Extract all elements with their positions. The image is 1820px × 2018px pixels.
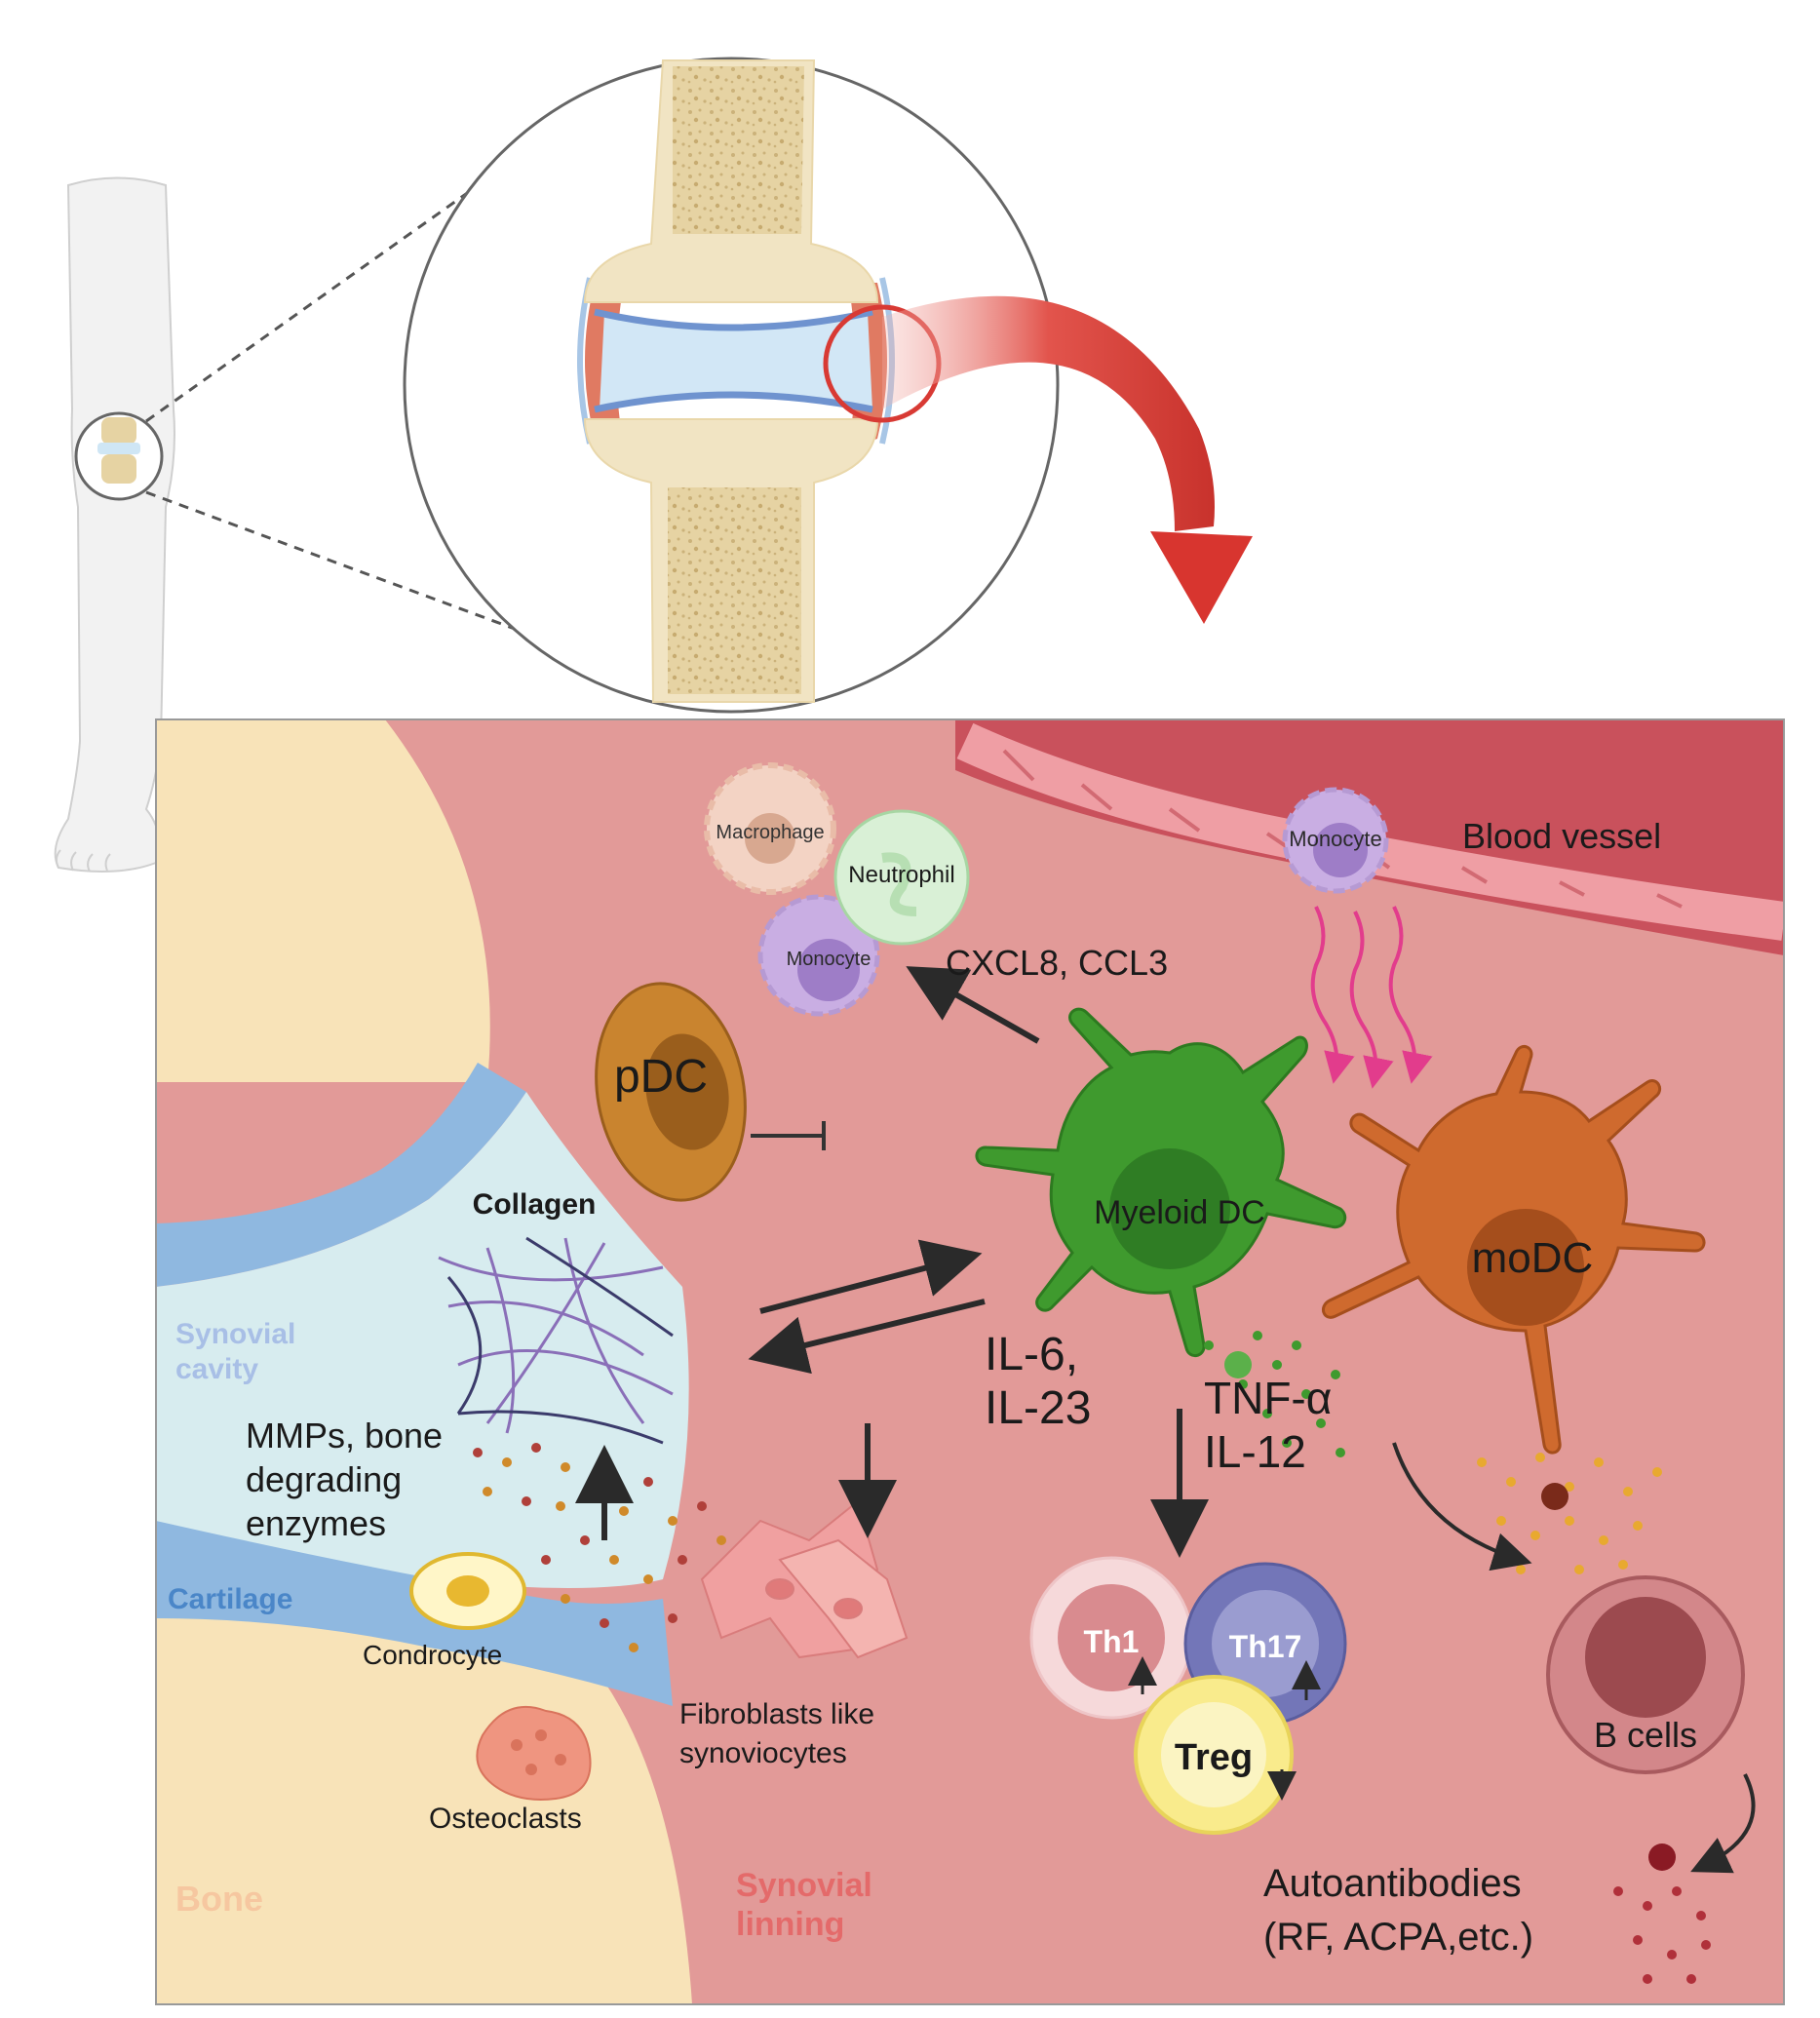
knee-joint-magnified (403, 57, 1060, 714)
bone-label: Bone (175, 1879, 263, 1919)
condrocyte-cell (409, 1552, 526, 1630)
mmps-label-3: enzymes (246, 1503, 386, 1543)
macrophage-label: Macrophage (716, 822, 824, 843)
zoom-arrow (882, 295, 1253, 624)
neutrophil-label: Neutrophil (848, 862, 954, 888)
labels: Blood vessel Monocyte Macrophage Neutrop… (168, 816, 1697, 1959)
mmps-label-2: degrading (246, 1459, 402, 1499)
autoantibodies-label-2: (RF, ACPA,etc.) (1263, 1916, 1533, 1959)
migration-arrows (1310, 906, 1433, 1089)
tnf-label: TNF-α (1204, 1373, 1332, 1423)
treg-label: Treg (1175, 1737, 1253, 1778)
knee-mini-joint (74, 411, 164, 501)
autoantibody-dots (1613, 1843, 1711, 1984)
condrocyte-label: Condrocyte (363, 1640, 502, 1670)
fibroblast-cells (700, 1499, 909, 1659)
treg-cell (1134, 1675, 1294, 1835)
monocyte-vessel-label: Monocyte (1289, 827, 1381, 851)
osteoclast-cell (476, 1705, 592, 1801)
cxcl-label: CXCL8, CCL3 (946, 943, 1168, 983)
fibroblasts-label-1: Fibroblasts like (679, 1698, 874, 1730)
modc-cell (1321, 1044, 1706, 1455)
collagen-label: Collagen (473, 1188, 597, 1221)
cartilage-label: Cartilage (168, 1583, 292, 1615)
cytokine-dots-green (1204, 1331, 1345, 1457)
synovial-lining-label-1: Synovial (736, 1867, 872, 1904)
cytokine-dots-yellow (1477, 1453, 1662, 1574)
synovial-lining-label-2: linning (736, 1906, 844, 1943)
b-cells-label: B cells (1594, 1715, 1697, 1755)
mmps-label-1: MMPs, bone (246, 1416, 443, 1455)
myeloid-dc-cell (975, 1007, 1347, 1357)
b-cell (1546, 1575, 1745, 1774)
monocyte-cluster-label: Monocyte (787, 949, 871, 970)
il6-label: IL-6, (985, 1329, 1078, 1380)
monocyte-vessel (1282, 787, 1389, 894)
pdc-cell (595, 982, 747, 1202)
il23-label: IL-23 (985, 1382, 1091, 1434)
il12-label: IL-12 (1204, 1426, 1306, 1477)
osteoclasts-label: Osteoclasts (429, 1803, 582, 1835)
autoantibodies-label-1: Autoantibodies (1263, 1862, 1522, 1905)
synovial-cavity-label-1: Synovial (175, 1318, 295, 1350)
collagen-fibers (438, 1236, 674, 1445)
th1-label: Th1 (1084, 1624, 1140, 1659)
panel-border (155, 718, 1785, 2005)
modc-label: moDC (1472, 1234, 1594, 1282)
myeloid-dc-label: Myeloid DC (1094, 1194, 1265, 1231)
pdc-label: pDC (614, 1051, 708, 1103)
cell-cluster (704, 762, 970, 1017)
interaction-arrows (575, 966, 1756, 1874)
synovial-cavity-label-2: cavity (175, 1353, 258, 1385)
th17-label: Th17 (1229, 1629, 1302, 1664)
fibroblasts-label-2: synoviocytes (679, 1737, 847, 1769)
blood-vessel-label: Blood vessel (1462, 816, 1661, 856)
pdc-inhibition (751, 1121, 826, 1150)
